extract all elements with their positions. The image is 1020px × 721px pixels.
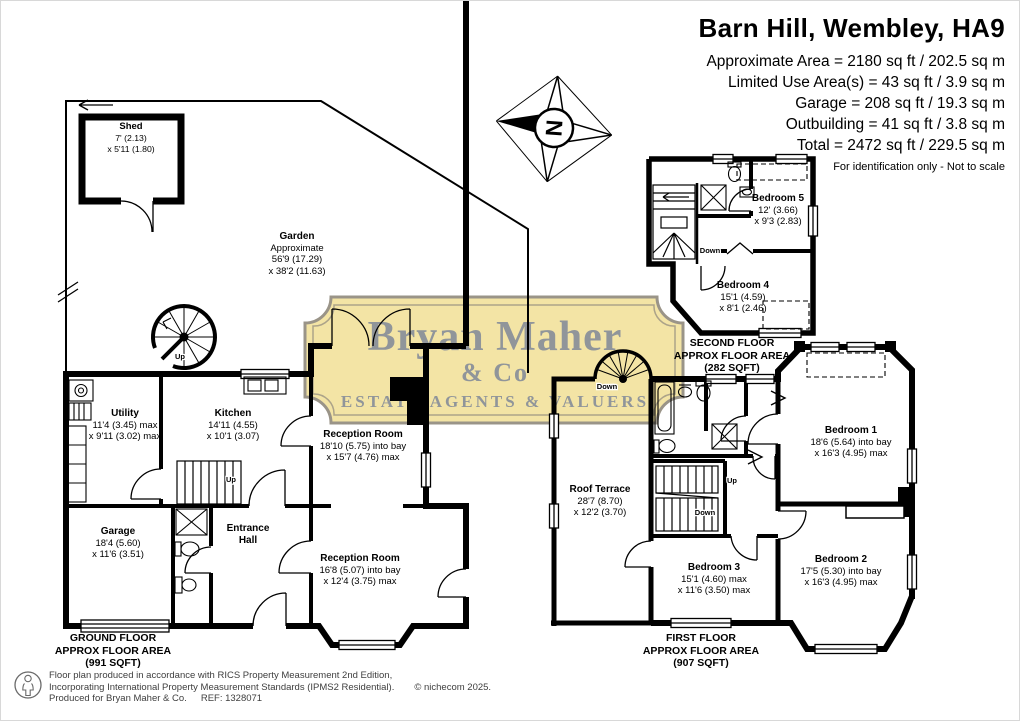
second-stair-down-label: Down: [700, 246, 721, 255]
compass-letter: N: [540, 119, 567, 137]
person-icon: [14, 671, 42, 699]
compass-icon: N: [495, 75, 613, 183]
bay-corner-block-2: [885, 341, 896, 352]
reception1-chimney: [390, 377, 426, 425]
terrace-stair-down-label: Down: [597, 382, 618, 391]
area-line: Total = 2472 sq ft / 229.5 sq m: [796, 137, 1005, 154]
logo-suffix: & Co: [461, 358, 529, 387]
ground-floor-windows: [80, 368, 432, 651]
footer-copyright: © nichecom 2025.: [414, 681, 492, 693]
kitchen-label: Kitchen 14'11 (4.55) x 10'1 (3.07): [206, 408, 260, 442]
entrance-hall-label: Entrance Hall: [226, 523, 270, 546]
ground-floor-inner-walls: [66, 346, 428, 626]
utility-label: Utility 11'4 (3.45) max x 9'11 (3.02) ma…: [88, 408, 162, 442]
first-floor-inner-walls: [651, 379, 778, 538]
reception2-label: Reception Room 16'8 (5.07) into bay x 12…: [319, 553, 401, 587]
garden-label: Garden Approximate 56'9 (17.29) x 38'2 (…: [268, 231, 326, 277]
garage-label: Garage 18'4 (5.60) x 11'6 (3.51): [92, 526, 144, 560]
first-stair-down-label: Down: [695, 508, 716, 517]
ground-floor-title: GROUND FLOOR APPROX FLOOR AREA (991 SQFT…: [54, 632, 172, 669]
limited-use-dashed-areas: [736, 163, 886, 378]
ground-floor-doors: [130, 308, 467, 627]
second-floor-stairs: [652, 184, 696, 260]
second-floor-title: SECOND FLOOR APPROX FLOOR AREA (282 SQFT…: [673, 337, 791, 374]
area-line: Outbuilding = 41 sq ft / 3.8 sq m: [785, 116, 1005, 133]
area-line: Approximate Area = 2180 sq ft / 202.5 sq…: [706, 53, 1005, 70]
bedroom2-label: Bedroom 2 17'5 (5.30) into bay x 16'3 (4…: [800, 554, 882, 588]
footer-line3: Produced for Bryan Maher & Co.: [49, 693, 187, 704]
footer-line1: Floor plan produced in accordance with R…: [49, 670, 393, 681]
first-floor-doors: [624, 413, 807, 568]
area-line: Limited Use Area(s) = 43 sq ft / 3.9 sq …: [728, 74, 1005, 91]
first-floor-walls: [551, 344, 915, 652]
garden-stair-up-label: Up: [175, 352, 185, 361]
bedroom2-unit: [845, 505, 905, 519]
second-floor-inner-walls: [695, 159, 813, 264]
compass-north-pointer: [496, 114, 542, 135]
garden-boundary: [57, 99, 529, 374]
shed-outline: [78, 113, 185, 233]
identification-note: For identification only - Not to scale: [833, 161, 1005, 173]
header: Barn Hill, Wembley, HA9 Approximate Area…: [699, 13, 1005, 173]
second-floor-windows: [712, 153, 819, 339]
bedroom1-label: Bedroom 1 18'6 (5.64) into bay x 16'3 (4…: [810, 425, 892, 459]
bay-corner-block-1: [794, 341, 805, 352]
first-stair-up-label: Up: [727, 476, 737, 485]
ground-stair-up-label: Up: [226, 475, 236, 484]
bedroom3-label: Bedroom 3 15'1 (4.60) max x 11'6 (3.50) …: [677, 562, 751, 596]
bedroom5-label: Bedroom 5 12' (3.66) x 9'3 (2.83): [751, 193, 805, 227]
second-floor-doors: [700, 188, 754, 291]
ground-floor-walls: [63, 1, 469, 648]
bedroom4-label: Bedroom 4 15'1 (4.59) x 8'1 (2.46): [716, 280, 770, 314]
shed-label: Shed 7' (2.13) x 5'11 (1.80): [107, 121, 155, 154]
roof-terrace-label: Roof Terrace 28'7 (8.70) x 12'2 (3.70): [569, 484, 631, 518]
footer-disclaimer: Floor plan produced in accordance with R…: [49, 670, 491, 705]
footer-line2: Incorporating International Property Mea…: [49, 681, 395, 693]
page-title: Barn Hill, Wembley, HA9: [698, 13, 1005, 43]
first-floor-fixtures: [653, 380, 738, 454]
first-floor-windows: [548, 341, 918, 655]
logo-tagline: ESTATE AGENTS & VALUERS: [341, 392, 649, 411]
reception1-label: Reception Room 18'10 (5.75) into bay x 1…: [319, 429, 407, 463]
garden-spiral-stair-icon: [151, 304, 217, 370]
terrace-stair: [593, 349, 653, 383]
second-floor-walls: [646, 156, 816, 336]
ground-floor-stairs: [176, 460, 242, 505]
first-floor-title: FIRST FLOOR APPROX FLOOR AREA (907 SQFT): [642, 632, 760, 669]
logo-name: Bryan Maher: [368, 314, 623, 360]
area-line: Garage = 208 sq ft / 19.3 sq m: [795, 95, 1005, 112]
wall-break-symbols: [747, 390, 787, 465]
ground-floor-fixtures: [67, 376, 287, 594]
footer-ref: REF: 1328071: [200, 693, 263, 704]
first-floor-stairs: [655, 465, 719, 532]
second-floor-fixtures: [700, 161, 755, 211]
